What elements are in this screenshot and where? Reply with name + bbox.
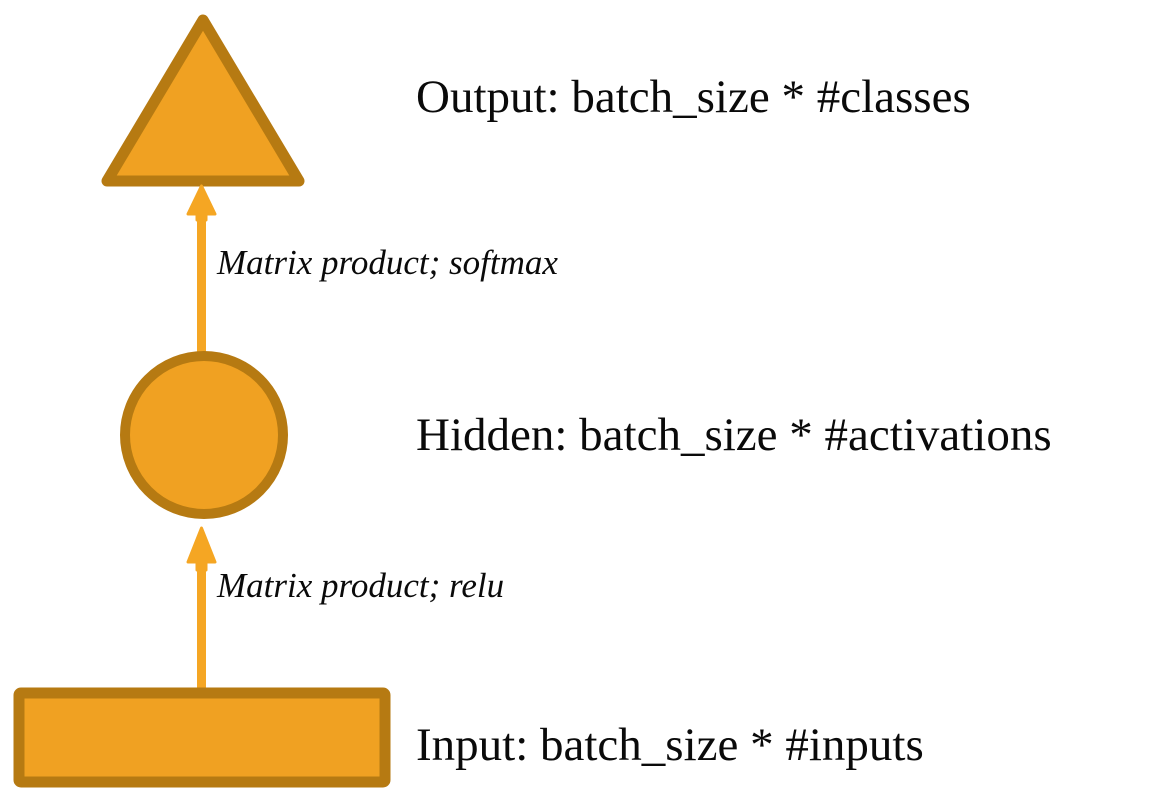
edge-input-to-hidden-label: Matrix product; relu (217, 566, 505, 605)
output-node-label: Output: batch_size * #classes (416, 71, 971, 123)
edge-input-to-hidden-arrowhead (186, 526, 217, 572)
edge-hidden-to-output-shaft (197, 205, 206, 355)
edge-input-to-hidden[interactable] (186, 526, 217, 691)
output-node-triangle[interactable] (101, 14, 305, 187)
hidden-node-label: Hidden: batch_size * #activations (416, 409, 1052, 461)
edge-hidden-to-output[interactable] (186, 184, 217, 355)
input-node-label: Input: batch_size * #inputs (416, 719, 924, 771)
input-node-rectangle[interactable] (13, 687, 391, 788)
edge-hidden-to-output-arrowhead (186, 184, 217, 222)
hidden-node-circle[interactable] (120, 351, 288, 519)
edge-hidden-to-output-label: Matrix product; softmax (217, 243, 558, 282)
edge-input-to-hidden-shaft (197, 555, 206, 691)
